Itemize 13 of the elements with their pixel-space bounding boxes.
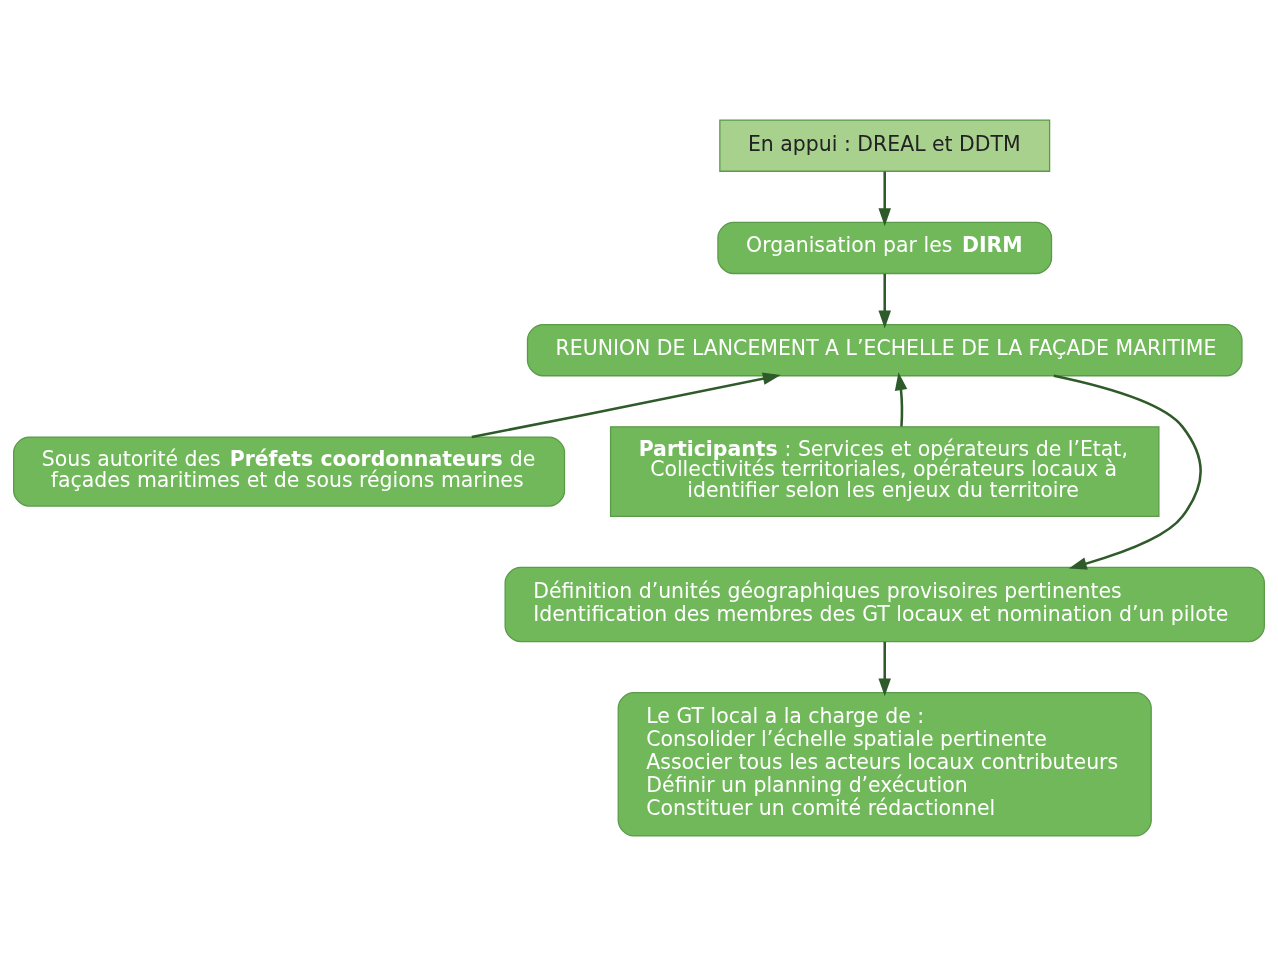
node-box: Sous autorité des Préfets coordonnateurs de façades maritimes et de sous régions marines xyxy=(13,436,566,507)
arrow xyxy=(878,171,891,227)
node-box: Définition d’unités géographiques provisoires pertinentes Identification des membres des GT locaux et nomination d’un pilote xyxy=(504,566,1265,643)
arrow xyxy=(878,641,891,697)
node-box: Participants : Services et opérateurs de l’Etat, Collectivités territoriales, opérateurs locaux à identifier selon les enjeux du territoire xyxy=(609,426,1160,517)
node-box: Le GT local a la charge de : Consolider l’échelle spatiale pertinente Associer tous les acteurs locaux contributeurs Définir un planning d’exécution Constituer un comité rédactionnel xyxy=(617,692,1152,837)
node-box: Organisation par les DIRM xyxy=(717,221,1053,275)
node-box: REUNION DE LANCEMENT A L’ECHELLE DE LA FAÇADE MARITIME xyxy=(526,324,1243,377)
node-box: En appui : DREAL et DDTM xyxy=(719,119,1051,172)
arrow xyxy=(471,372,781,439)
arrow xyxy=(894,372,908,427)
arrow xyxy=(1053,374,1202,570)
arrow xyxy=(878,273,891,329)
